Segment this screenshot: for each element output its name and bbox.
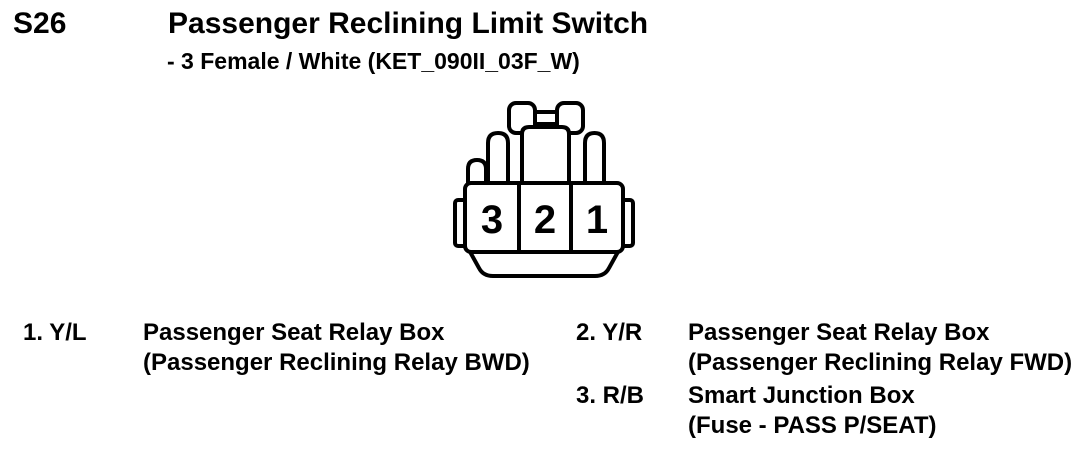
- pin-1-detail: (Passenger Reclining Relay BWD): [143, 349, 530, 376]
- pin-2-description: Passenger Seat Relay Box (Passenger Recl…: [688, 318, 1072, 378]
- pin-2-destination: Passenger Seat Relay Box: [688, 319, 990, 346]
- blade-right: [583, 130, 606, 192]
- blade-left: [486, 130, 510, 192]
- pin-1-description: Passenger Seat Relay Box (Passenger Recl…: [143, 318, 530, 378]
- pin-3-destination: Smart Junction Box: [688, 382, 915, 409]
- connector-diagram: 3 2 1: [453, 101, 635, 278]
- cavity-number-1: 1: [586, 198, 608, 242]
- cavity-number-2: 2: [534, 198, 556, 242]
- pin-3-detail: (Fuse - PASS P/SEAT): [688, 412, 937, 439]
- connector-base: [465, 248, 623, 278]
- connector-spec: - 3 Female / White (KET_090II_03F_W): [167, 48, 580, 74]
- page-title: Passenger Reclining Limit Switch: [168, 7, 649, 40]
- pin-3-wire-label: 3. R/B: [576, 382, 645, 409]
- latch-body: [520, 125, 571, 190]
- pin-3-description: Smart Junction Box (Fuse - PASS P/SEAT): [688, 381, 936, 441]
- pin-1-destination: Passenger Seat Relay Box: [143, 319, 445, 346]
- pin-1-wire-label: 1. Y/L: [23, 319, 87, 346]
- connector-id: S26: [13, 7, 67, 40]
- pin-2-wire-label: 2. Y/R: [576, 319, 643, 346]
- pin-2-detail: (Passenger Reclining Relay FWD): [688, 349, 1073, 376]
- cavity-number-3: 3: [481, 198, 503, 242]
- connector-housing: [463, 181, 625, 254]
